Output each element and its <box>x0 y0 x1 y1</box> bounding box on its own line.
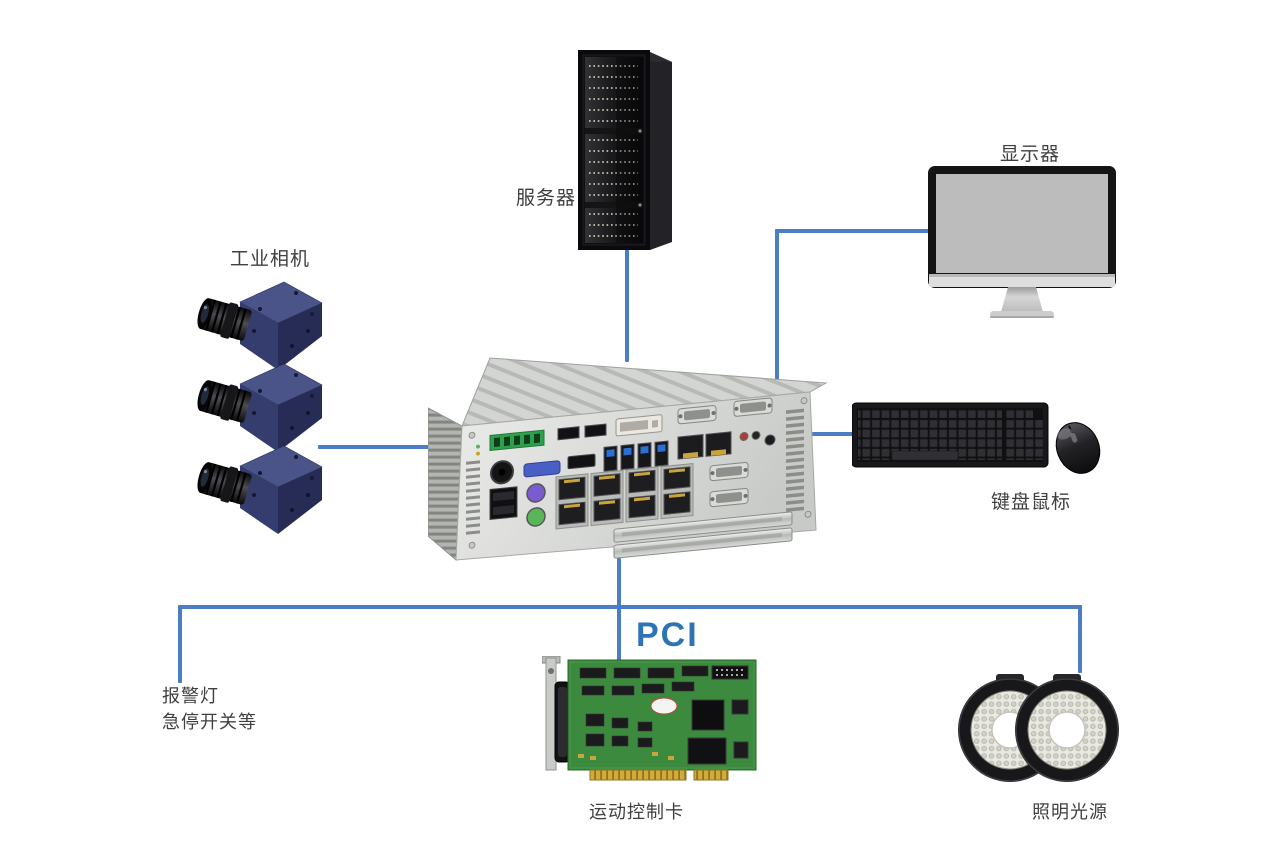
light-source-label: 照明光源 <box>1032 802 1108 822</box>
camera-1 <box>196 280 324 372</box>
displayport <box>567 453 596 470</box>
industrial-cameras-illustration <box>196 280 324 536</box>
camera-3 <box>196 444 324 536</box>
ring-lights-illustration <box>957 673 1120 783</box>
alarm-label: 报警灯 急停开关等 <box>162 683 257 735</box>
ps2-keyboard-port <box>526 483 546 503</box>
front-vent-right <box>786 408 804 512</box>
antenna-jack <box>764 434 776 446</box>
controller-illustration <box>428 357 828 562</box>
controller-io-ports <box>466 397 812 559</box>
lan-ports <box>677 431 732 460</box>
usb-port <box>557 426 580 441</box>
spacebar <box>891 450 959 461</box>
server-led-rows <box>589 65 638 237</box>
keyboard <box>852 402 1049 468</box>
audio-jack <box>751 430 761 440</box>
line-light-drop <box>1078 605 1082 673</box>
serial-port <box>677 405 717 425</box>
poe-lan-grid <box>555 462 694 530</box>
line-cameras-to-controller <box>318 445 455 449</box>
line-bus-horizontal <box>178 605 1082 609</box>
pci-bus-label: PCI <box>636 616 699 654</box>
keyboard-mouse-illustration <box>852 402 1101 474</box>
line-controller-to-keyboard <box>812 432 856 436</box>
motion-card-label: 运动控制卡 <box>589 802 684 822</box>
asic-chip <box>687 737 727 765</box>
server-label: 服务器 <box>516 188 577 209</box>
front-vent-left <box>466 460 480 535</box>
header-connector <box>711 665 749 680</box>
scroll-wheel <box>1070 432 1078 443</box>
monitor-screen <box>936 174 1108 273</box>
line-monitor-horizontal <box>775 229 935 233</box>
usb-stack <box>489 486 518 520</box>
mouse <box>1055 422 1101 474</box>
monitor-stand <box>1001 287 1043 312</box>
serial-port <box>733 397 773 417</box>
ps2-mouse-port <box>526 507 546 527</box>
line-monitor-vertical <box>775 229 779 389</box>
usb-port <box>584 423 607 438</box>
pci-slot-covers <box>613 511 793 559</box>
fpga-chip <box>691 699 725 731</box>
vga-port <box>523 460 561 478</box>
alarm-label-line2: 急停开关等 <box>162 712 257 732</box>
camera-2 <box>196 362 324 454</box>
motion-card-illustration <box>542 656 757 781</box>
alarm-label-line1: 报警灯 <box>162 686 219 706</box>
server-illustration <box>578 50 672 250</box>
line-controller-to-card <box>617 558 621 668</box>
audio-jack <box>739 432 749 442</box>
pci-edge-connector <box>589 769 687 781</box>
cameras-label: 工业相机 <box>230 249 311 270</box>
monitor-label: 显示器 <box>1000 144 1061 165</box>
line-alarm-drop <box>178 605 182 683</box>
serial-port <box>709 487 749 508</box>
monitor-illustration <box>928 166 1116 318</box>
usb3-ports <box>603 440 669 472</box>
line-server-to-controller <box>625 246 629 362</box>
brand-sticker <box>650 697 678 715</box>
serial-port <box>709 461 749 482</box>
ic-chips <box>579 665 709 748</box>
keyboard-mouse-label: 键盘鼠标 <box>991 492 1072 513</box>
